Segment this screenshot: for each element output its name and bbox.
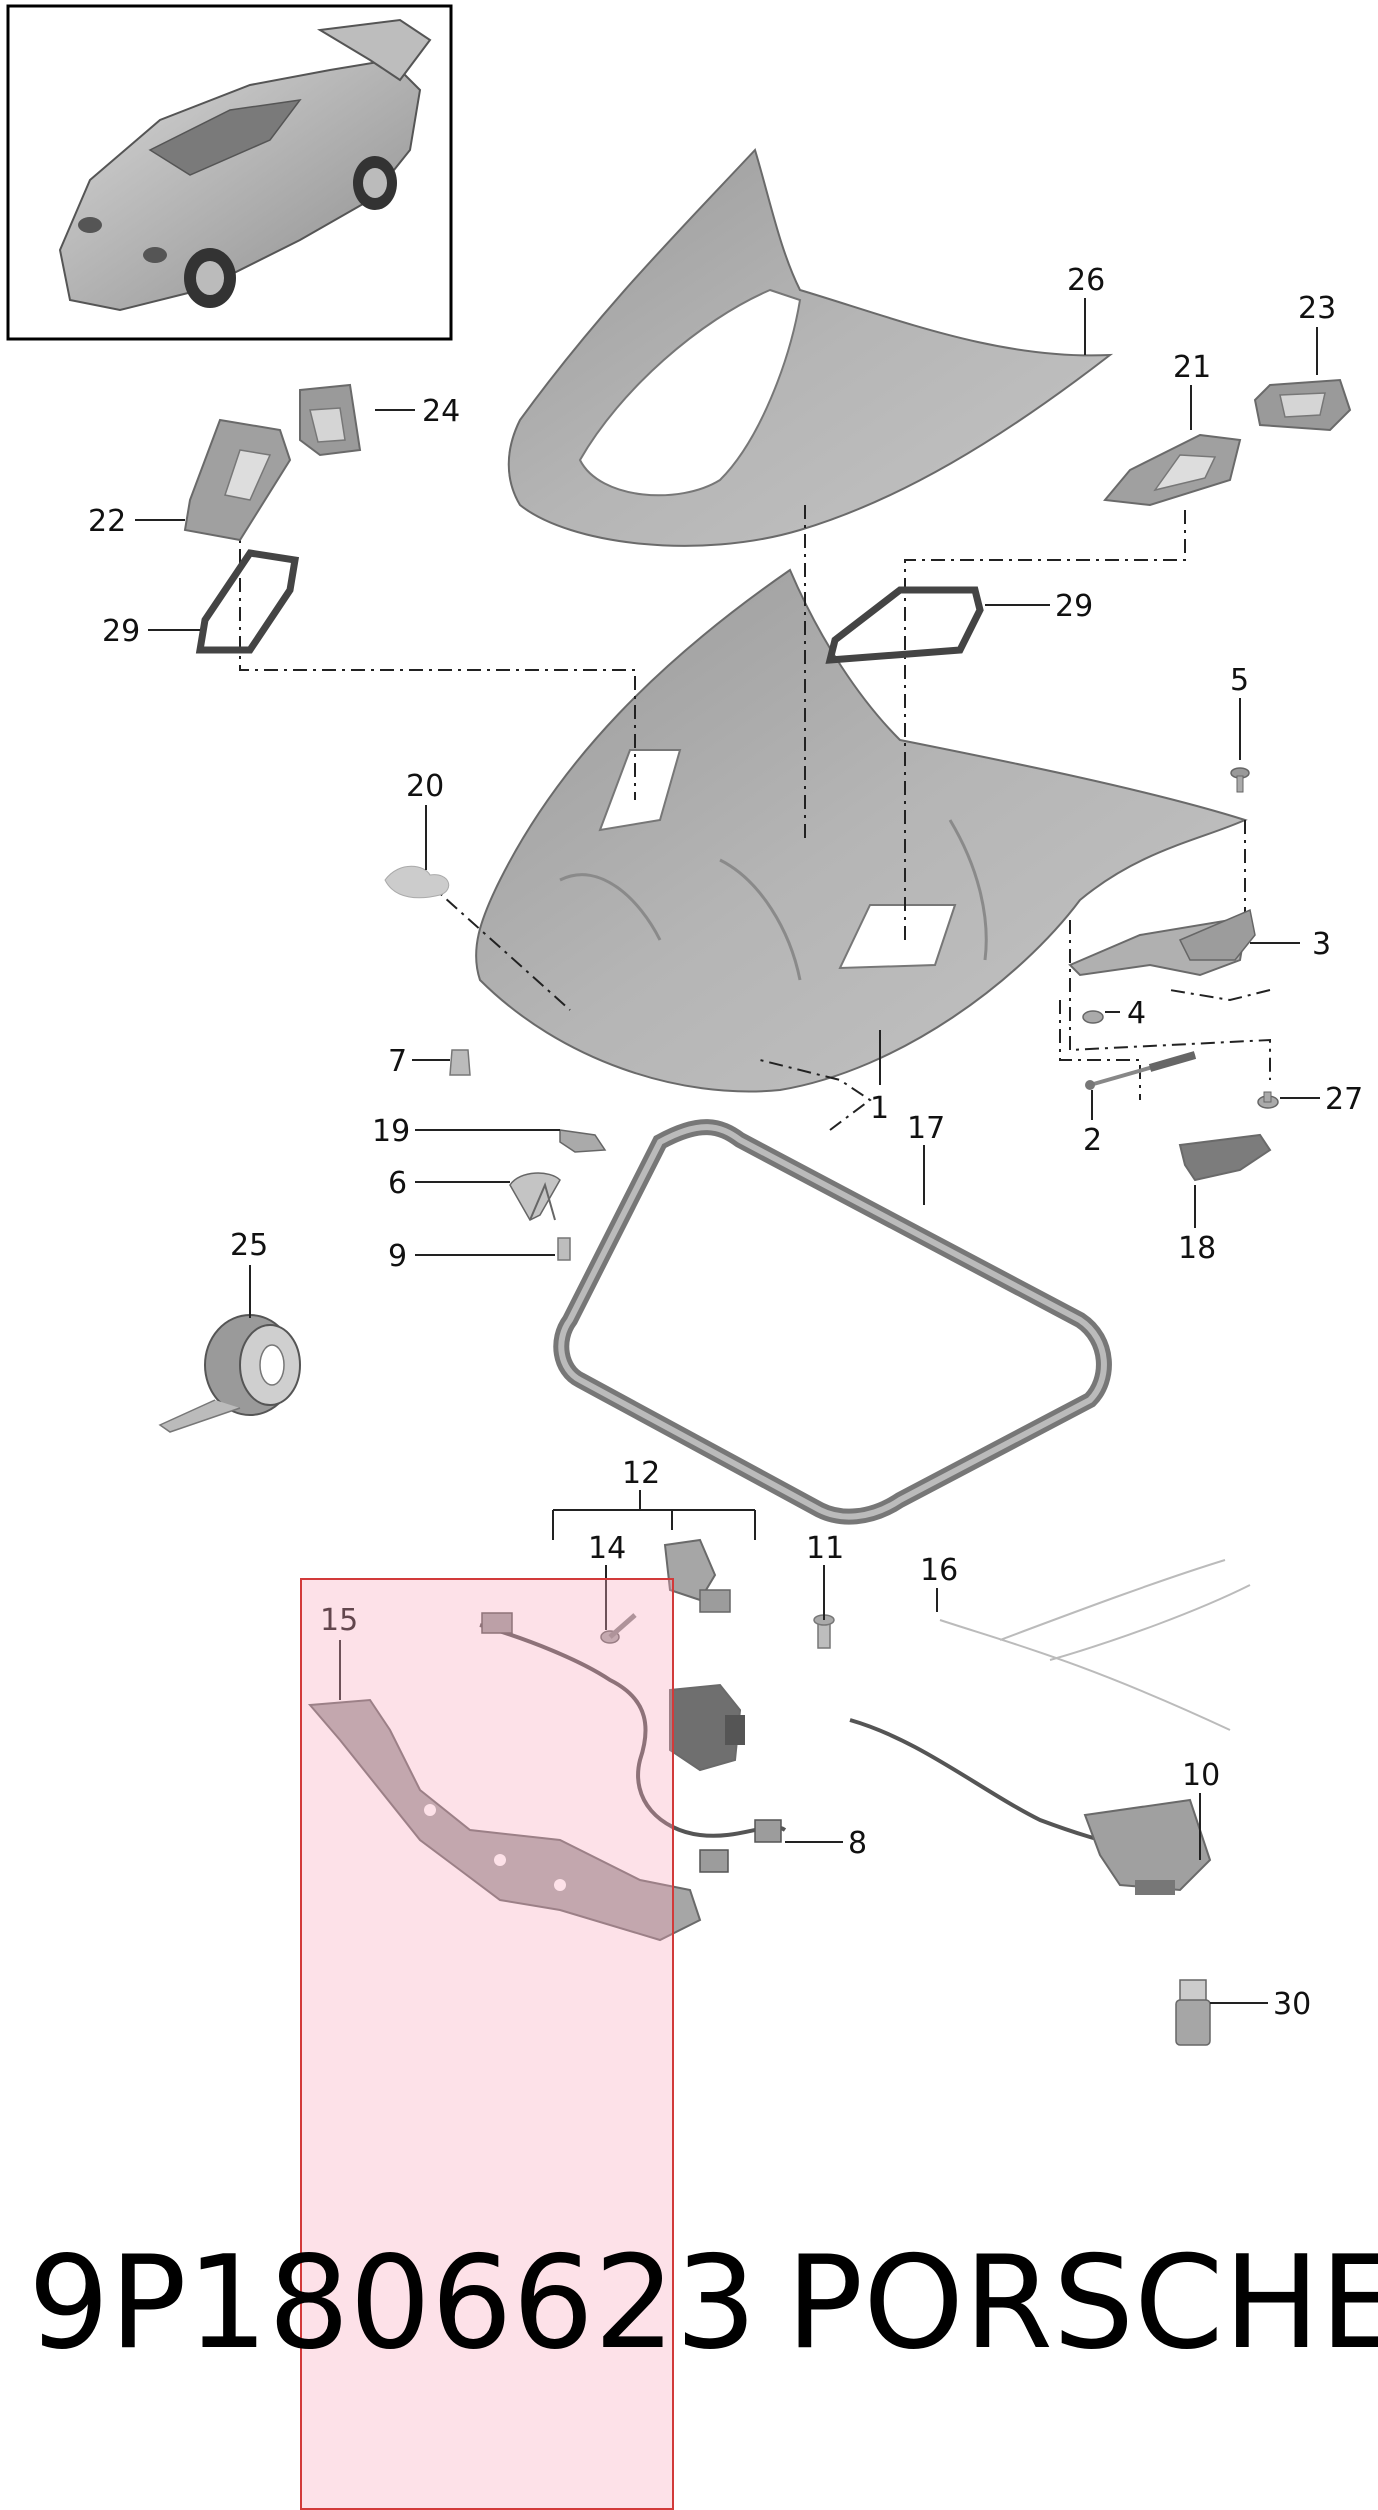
stud-20 (384, 865, 450, 899)
callout-20: 20 (406, 769, 444, 804)
latch-switch-12 (663, 1538, 731, 1613)
bolt-14 (600, 1613, 637, 1644)
cable-16 (939, 1559, 1251, 1731)
callout-29-left: 29 (102, 614, 140, 649)
hinge-3 (1068, 908, 1256, 977)
callout-9: 9 (388, 1239, 407, 1274)
callout-24: 24 (422, 394, 460, 429)
hood-skin-26 (507, 148, 1114, 547)
release-cable-10 (849, 1718, 1212, 1895)
callout-30: 30 (1273, 1987, 1311, 2022)
callout-21: 21 (1173, 350, 1211, 385)
screw-9 (557, 1237, 571, 1261)
gas-strut-2 (1085, 1051, 1197, 1090)
seal-frame-29-right (825, 586, 984, 664)
carrier-bracket-15 (307, 1698, 702, 1942)
brand-name: PORSCHE (786, 2229, 1378, 2378)
callout-12: 12 (622, 1456, 660, 1491)
lock-module (669, 1683, 745, 1772)
callout-26: 26 (1067, 263, 1105, 298)
callout-1: 1 (870, 1091, 889, 1126)
callout-4: 4 (1127, 996, 1146, 1031)
callout-7: 7 (388, 1044, 407, 1079)
callout-17: 17 (907, 1111, 945, 1146)
vent-insert-24 (299, 383, 362, 457)
callout-19: 19 (372, 1114, 410, 1149)
clip-19 (559, 1129, 607, 1153)
seal-17 (553, 1119, 1112, 1525)
callout-10: 10 (1182, 1758, 1220, 1793)
bolt-27 (1257, 1091, 1279, 1109)
vent-grille-22 (183, 418, 292, 542)
callout-6: 6 (388, 1166, 407, 1201)
callout-23: 23 (1298, 291, 1336, 326)
callout-18: 18 (1178, 1231, 1216, 1266)
callout-25: 25 (230, 1228, 268, 1263)
seal-frame-29-left (195, 549, 300, 654)
cap-30 (1175, 1979, 1211, 2046)
callout-22: 22 (88, 504, 126, 539)
screw-11 (813, 1614, 835, 1649)
callout-14: 14 (588, 1531, 626, 1566)
car-illustration (58, 18, 432, 312)
callout-16: 16 (920, 1553, 958, 1588)
bracket-6 (509, 1172, 561, 1221)
callout-numbers: 26 23 21 24 22 29 29 5 20 3 4 1 2 27 7 1… (88, 263, 1363, 2022)
callout-29-right: 29 (1055, 589, 1093, 624)
tape-roll-25 (158, 1314, 301, 1433)
vent-grille-21 (1103, 433, 1242, 507)
callout-27: 27 (1325, 1082, 1363, 1117)
bracket-18 (1178, 1133, 1272, 1182)
clip-7 (449, 1049, 471, 1076)
vehicle-thumbnail (6, 4, 453, 341)
callout-leaders (135, 298, 1320, 2004)
front-lid-1 (475, 568, 1248, 1093)
callout-15: 15 (320, 1603, 358, 1638)
nut-4 (1082, 1010, 1104, 1024)
callout-8: 8 (848, 1826, 867, 1861)
bolt-5 (1230, 767, 1250, 793)
callout-2: 2 (1083, 1123, 1102, 1158)
callout-5: 5 (1230, 663, 1249, 698)
part-number: 9P1806623 (28, 2229, 757, 2378)
wiring-harness-8 (479, 1612, 787, 1873)
callout-11: 11 (806, 1531, 844, 1566)
vent-insert-23 (1253, 378, 1352, 432)
callout-3: 3 (1312, 927, 1331, 962)
